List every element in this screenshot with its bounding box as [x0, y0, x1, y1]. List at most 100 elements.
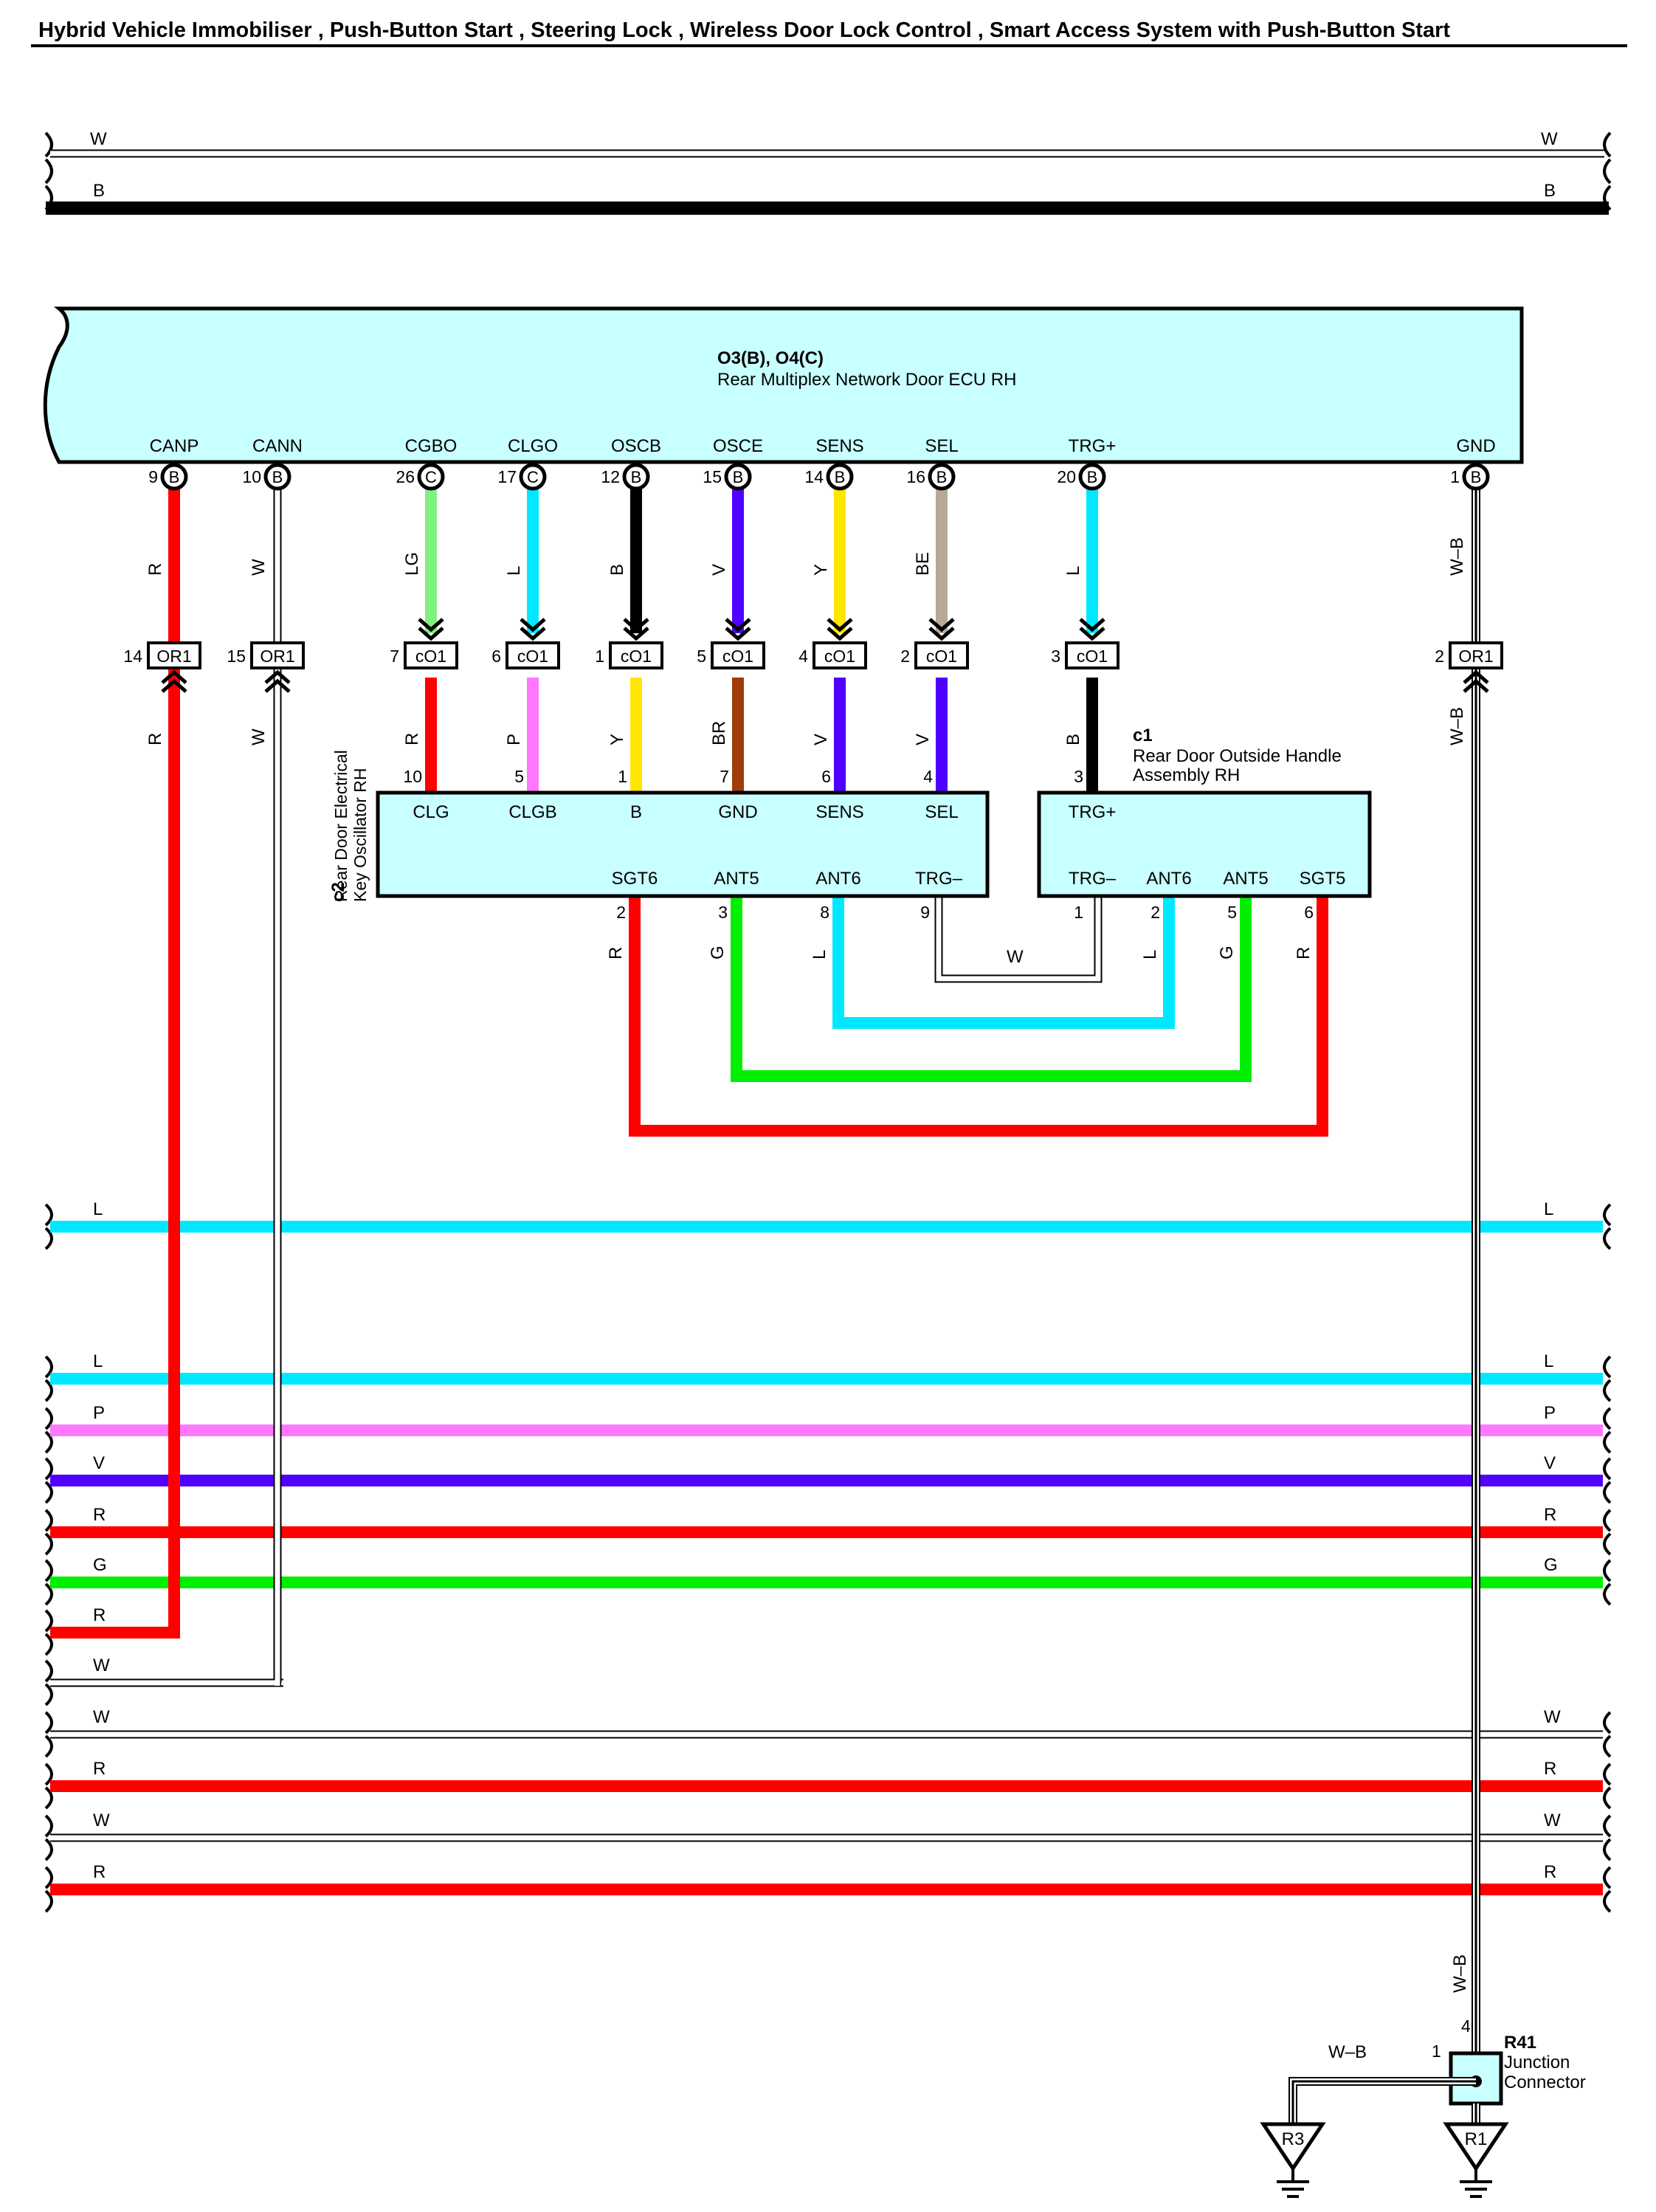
loop-color-label: L — [810, 950, 829, 959]
bus-label-right: V — [1544, 1453, 1556, 1473]
bus-label-right: W — [1544, 1810, 1561, 1830]
osc-bottom-pin-number: 9 — [920, 903, 930, 922]
ecu-pin-group: CANPB9CANNB10CGBOC26CLGOC17OSCBB12OSCEB1… — [148, 436, 1496, 491]
junction-pin-out: 1 — [1432, 2042, 1441, 2061]
junction-name-line1: Junction — [1504, 2053, 1570, 2073]
wire-trg-link: W — [934, 897, 1103, 983]
component-pin-group: CLG10CLGB5B1GND7SENS6SEL4SGT62ANT53ANT68… — [403, 767, 1345, 922]
ecu-pin-number: 15 — [703, 467, 722, 486]
osc-bottom-pin-number: 3 — [718, 903, 728, 922]
ecu-pin-conn: B — [272, 468, 283, 486]
chevron-down-icon — [623, 618, 649, 641]
bus-break-right — [1603, 1763, 1612, 1810]
handle-name-line1: Rear Door Outside Handle — [1133, 746, 1342, 766]
loop-color-label: R — [1294, 947, 1314, 959]
wire-color-label: V — [709, 564, 729, 576]
handle-top-pin-number: 3 — [1074, 767, 1083, 786]
osc-top-pin-number: 10 — [403, 767, 422, 786]
ecu-pin-circle — [263, 463, 291, 491]
osc-bottom-pin-number: 8 — [820, 903, 829, 922]
wire-core — [936, 897, 1101, 982]
bus-break-left — [44, 1866, 53, 1913]
ecu-pin-number: 1 — [1450, 467, 1460, 486]
oscillator-body — [376, 790, 990, 898]
wire-outline — [1288, 2077, 1476, 2124]
bus-label-right: B — [1544, 181, 1556, 201]
inline-connector-pin: 15 — [227, 647, 246, 666]
junction-connector-r41: R41 Junction Connector 4 1 W–B W–B — [1328, 1954, 1586, 2092]
ecu-pin-conn: B — [1471, 468, 1482, 486]
ecu-pin-circle — [928, 463, 956, 491]
oscillator-name-line2: Key Oscillator RH — [351, 768, 370, 902]
bus-break-left — [44, 1407, 53, 1454]
chevron-down-icon — [725, 618, 751, 641]
inline-connector-box — [1065, 641, 1119, 669]
inline-connector-box — [250, 641, 305, 669]
handle-top-pin-label: TRG+ — [1069, 802, 1117, 822]
wire-color-label: W — [249, 559, 269, 576]
handle-bottom-pin-number: 5 — [1227, 903, 1237, 922]
bus-label-left: B — [93, 181, 105, 201]
osc-top-pin-number: 4 — [923, 767, 933, 786]
ecu-pin-label: OSCE — [713, 436, 763, 456]
inline-connector-or1-15: OR1 15 — [227, 641, 305, 693]
bus-label-right: L — [1544, 1351, 1553, 1371]
bus-break-right — [1603, 1711, 1612, 1758]
ecu-pin-conn: B — [631, 468, 642, 486]
ecu-pin-label: CANP — [150, 436, 199, 456]
bus-label-left: L — [93, 1351, 103, 1371]
ecu-pin-trgp: TRG+B20 — [1057, 436, 1117, 491]
junction-name-line2: Connector — [1504, 2073, 1586, 2092]
inline-connector-box — [1449, 641, 1503, 669]
wire-ant6-loop — [832, 897, 1175, 1029]
chevron-down-icon — [418, 618, 444, 641]
wire-junction-r3 — [1288, 2077, 1476, 2124]
wire-color-label: BE — [913, 552, 933, 576]
wire-ant5-loop — [731, 897, 1252, 1082]
osc-top-pin-label: SENS — [815, 802, 863, 822]
bus-label-left: W — [90, 129, 107, 149]
ecu-pin-circle — [1462, 463, 1490, 491]
ecu-pin-label: TRG+ — [1069, 436, 1117, 456]
inline-connector-name: OR1 — [260, 647, 294, 666]
chevron-down-icon — [1079, 618, 1105, 641]
bus-label-right: W — [1541, 129, 1558, 149]
bus-break-right — [1603, 1203, 1612, 1250]
ecu-pin-conn: C — [527, 468, 539, 486]
bus-label-left: W — [93, 1655, 110, 1675]
loop-color-label: R — [606, 947, 626, 959]
ecu-name: Rear Multiplex Network Door ECU RH — [717, 370, 1016, 390]
key-oscillator-c2: c2 Rear Door Electrical Key Oscillator R… — [328, 750, 990, 902]
wire-color-label: L — [1063, 566, 1083, 576]
wire-color-label-lower: W — [249, 728, 269, 745]
chevron-down-icon — [520, 618, 546, 641]
handle-bottom-pin-label: SGT5 — [1300, 869, 1346, 889]
wire-color-label-lower: Y — [607, 734, 627, 745]
ecu-pin-conn: B — [835, 468, 846, 486]
ecu-pin-label: CLGO — [508, 436, 558, 456]
wire-color-label: R — [145, 563, 165, 576]
junction-pin-in: 4 — [1461, 2016, 1471, 2036]
inline-connector-name: cO1 — [1077, 647, 1108, 666]
bus-label-right: P — [1544, 1403, 1556, 1423]
ecu-pin-circle — [826, 463, 854, 491]
inline-connector-pin: 2 — [1435, 647, 1444, 666]
ground-icon — [1460, 2180, 1492, 2198]
inline-connector-box — [711, 641, 765, 669]
wire-core — [1290, 2078, 1476, 2124]
ecu-pin-number: 10 — [242, 467, 261, 486]
inline-connector-pin: 7 — [390, 647, 399, 666]
inline-connector-pin: 5 — [697, 647, 706, 666]
